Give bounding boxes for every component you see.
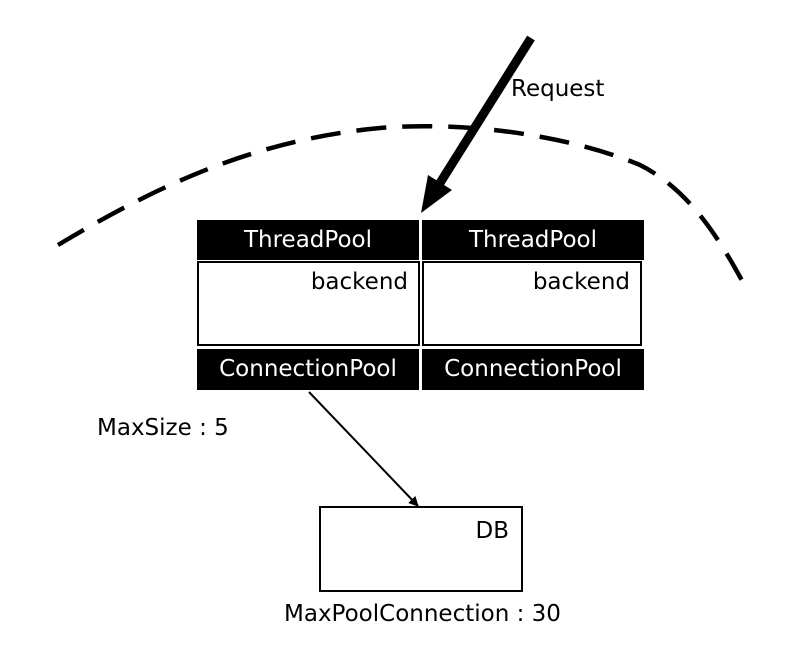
pool-maxsize-label: MaxSize : 5 xyxy=(97,415,229,441)
database-pool-setting-label: MaxPoolConnection : 30 xyxy=(284,601,561,627)
server-2-backend-panel: backend xyxy=(422,261,642,346)
database-box: DB xyxy=(319,506,523,592)
request-arrowhead xyxy=(421,175,452,213)
server-1-backend-label: backend xyxy=(310,269,408,295)
server-2-backend-label: backend xyxy=(532,269,630,295)
request-label: Request xyxy=(511,76,605,102)
server-1-backend-panel: backend xyxy=(197,261,420,346)
request-arrow-shaft xyxy=(436,35,535,186)
server-1-connectionpool-bar: ConnectionPool xyxy=(197,349,419,390)
database-label: DB xyxy=(475,518,510,544)
server-1-threadpool-bar: ThreadPool xyxy=(197,220,419,260)
server-2-connectionpool-bar: ConnectionPool xyxy=(422,349,644,390)
db-connection-arrow xyxy=(308,391,419,507)
server-2-threadpool-bar: ThreadPool xyxy=(422,220,644,260)
